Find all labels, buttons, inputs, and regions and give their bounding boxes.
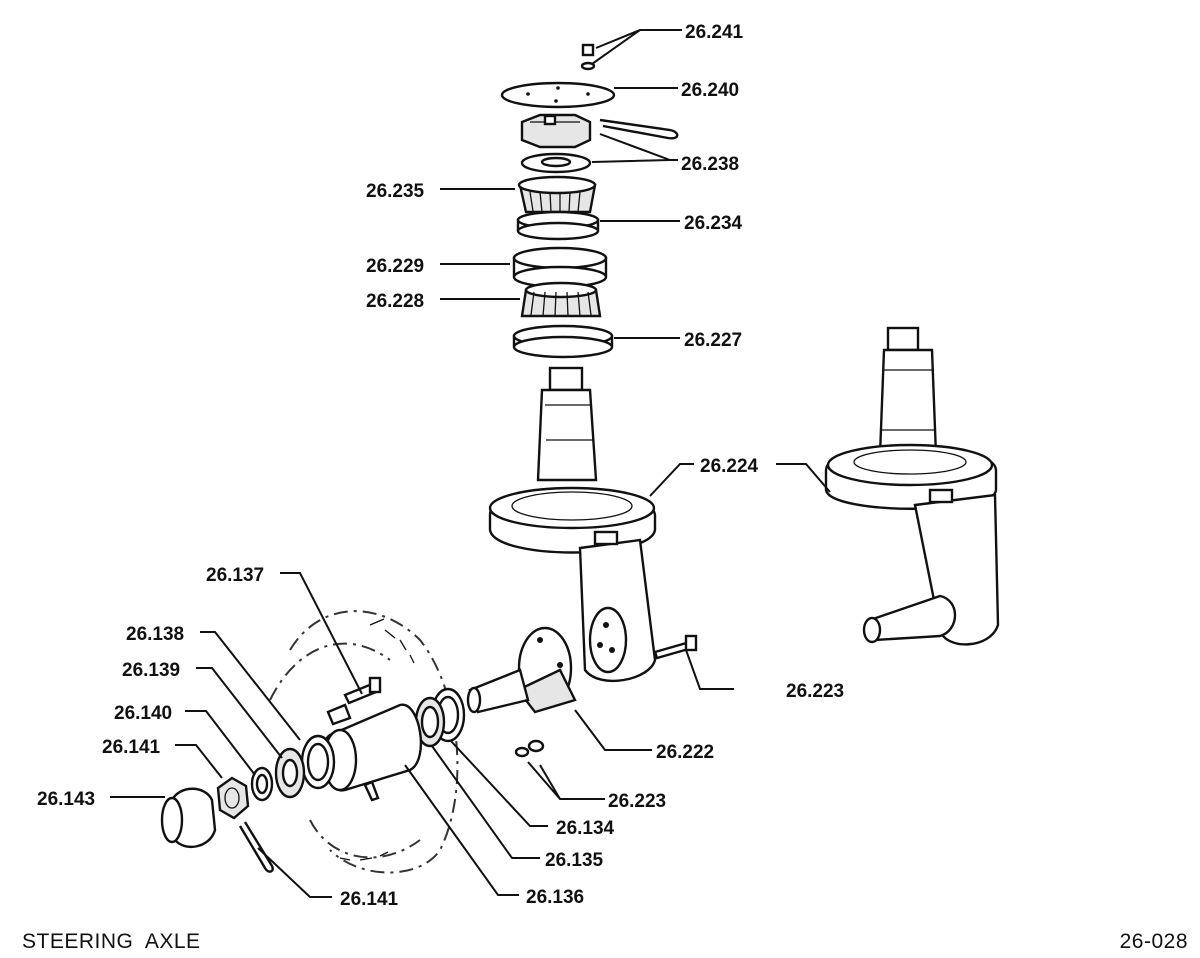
callout-26-223-nut: 26.223 [608, 791, 666, 812]
callout-26-141-nut: 26.141 [102, 737, 161, 758]
diagram-title: STEERING AXLE [22, 930, 201, 953]
callout-26-138: 26.138 [126, 624, 184, 645]
bearing-135 [414, 696, 446, 748]
race-138 [300, 734, 336, 790]
hub-cap-143 [160, 787, 217, 849]
tire-outline [269, 610, 459, 874]
hub-flange-222 [516, 626, 577, 714]
bearing-cup-229 [512, 246, 608, 289]
seal-ring-227 [512, 324, 614, 359]
bearing-cup-234 [516, 210, 600, 241]
bearing-cone-235 [517, 175, 597, 214]
spindle-flange [588, 606, 628, 674]
callout-26-140: 26.140 [114, 703, 172, 724]
callout-26-235: 26.235 [366, 181, 425, 202]
washer-238 [520, 152, 592, 174]
bolt-137 [343, 676, 382, 705]
callout-26-222: 26.222 [656, 742, 714, 763]
callout-26-227: 26.227 [684, 330, 742, 351]
callout-26-223-bolt: 26.223 [786, 681, 844, 702]
castle-nut-238 [520, 113, 592, 149]
callout-26-241: 26.241 [685, 22, 744, 43]
callout-26-238: 26.238 [681, 154, 739, 175]
bearing-cone-228 [520, 281, 602, 318]
wheel-hub-136 [321, 703, 423, 802]
callout-26-134: 26.134 [556, 818, 615, 839]
callout-labels: 26.241 26.240 26.238 26.235 26.234 26.22… [37, 22, 844, 910]
cover-plate-240 [500, 81, 616, 109]
cotter-pin-238 [599, 118, 679, 140]
callout-26-141-pin: 26.141 [340, 889, 399, 910]
steering-knuckle-right [824, 326, 1000, 646]
castle-nut-141 [216, 776, 250, 820]
steering-knuckle-left-224 [488, 366, 657, 683]
callout-26-224: 26.224 [700, 456, 759, 477]
washer-140 [250, 766, 274, 802]
bolt-223 [653, 634, 698, 660]
nut-washer-223 [514, 739, 545, 758]
figure-id: 26-028 [1120, 930, 1188, 953]
callout-26-143: 26.143 [37, 789, 95, 810]
bolt-washer-241 [580, 43, 596, 71]
leader-lines [110, 29, 831, 898]
callout-26-137: 26.137 [206, 565, 264, 586]
callout-26-228: 26.228 [366, 291, 424, 312]
callout-26-229: 26.229 [366, 256, 424, 277]
callout-26-135: 26.135 [545, 850, 604, 871]
stub-axle [466, 668, 530, 714]
callout-26-240: 26.240 [681, 80, 739, 101]
cotter-pin-141 [238, 821, 274, 873]
callout-26-136: 26.136 [526, 887, 584, 908]
callout-26-234: 26.234 [684, 213, 743, 234]
callout-26-139: 26.139 [122, 660, 180, 681]
bearing-139 [274, 747, 306, 799]
